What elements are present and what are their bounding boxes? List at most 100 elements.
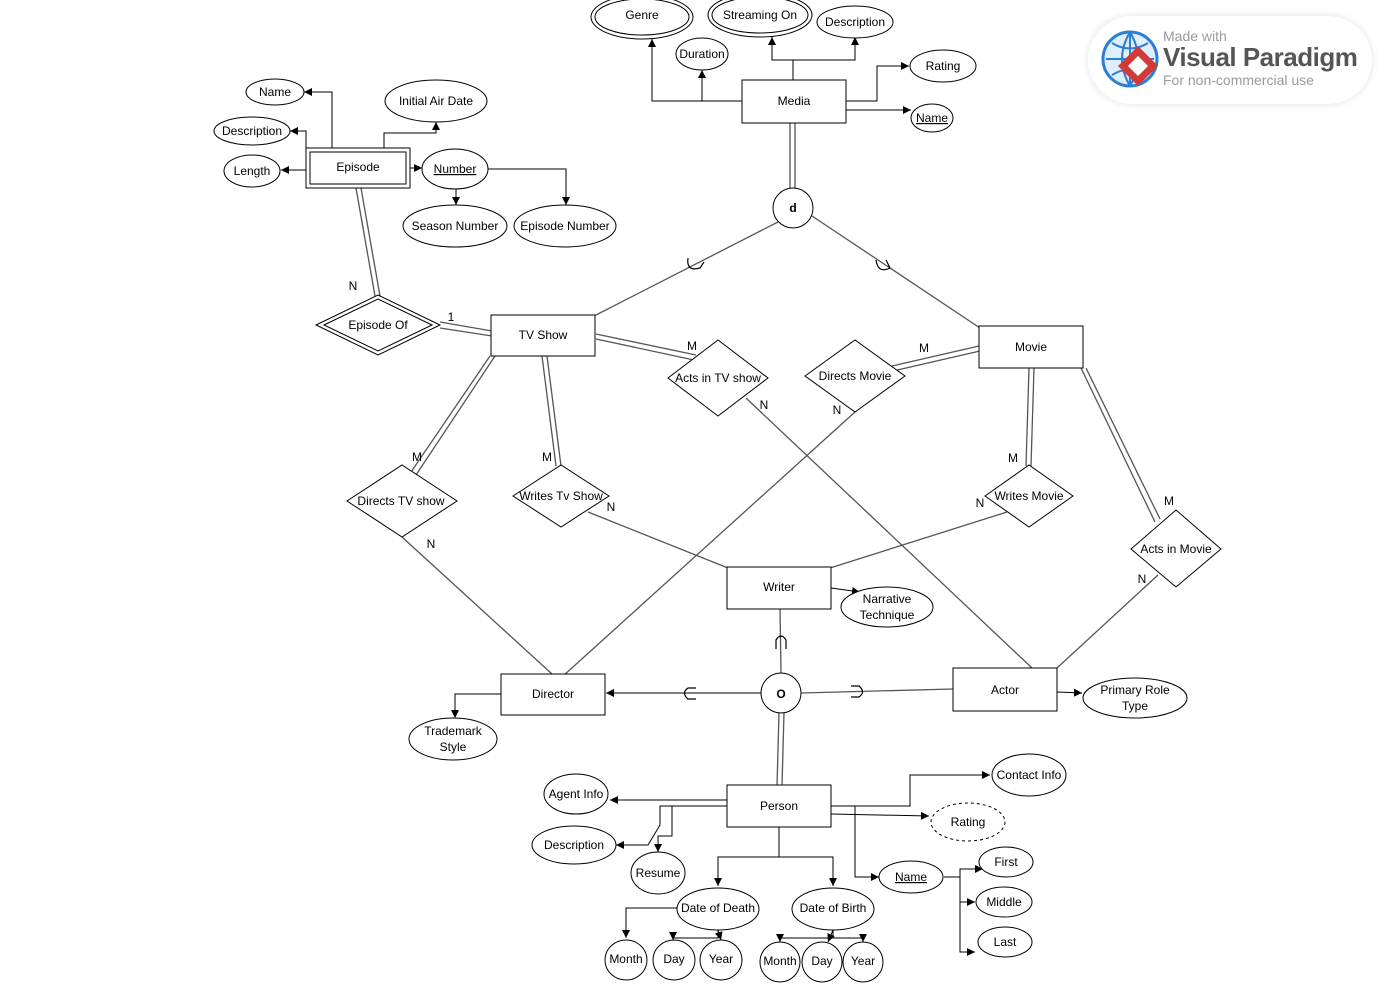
directs-tv-show-diamond[interactable] (346, 464, 458, 538)
tvshow-to-dirtv-b (413, 355, 496, 479)
derived-rating-ellipse[interactable] (930, 802, 1006, 842)
person-entity[interactable] (726, 784, 832, 828)
tvshow-to-actstv-b (595, 338, 695, 361)
date-of-birth-ellipse[interactable] (791, 887, 875, 931)
trademark-label-line2: Style (440, 740, 467, 754)
first-label: First (994, 855, 1018, 869)
dob-year-ellipse[interactable] (842, 941, 884, 983)
ep-description-ellipse[interactable] (213, 116, 291, 146)
episode-description-arrow (290, 127, 307, 148)
tvshow-to-actstv-a (595, 333, 697, 356)
media-rating-ellipse[interactable] (909, 49, 977, 83)
overlap-circle[interactable] (760, 672, 802, 714)
first-ellipse[interactable] (978, 846, 1034, 878)
writes-tv-show-diamond[interactable] (512, 464, 610, 528)
dob-day-ellipse[interactable] (801, 941, 843, 983)
genre-label: Genre (625, 8, 659, 22)
contact-info-label: Contact Info (997, 768, 1062, 782)
date-of-death-ellipse[interactable] (676, 887, 760, 931)
subset-symbol-movie (875, 259, 891, 271)
dob-month-ellipse[interactable] (759, 941, 801, 983)
cardinality-labels: N 1 M N M N M N M N M N M N (349, 279, 1174, 586)
middle-ellipse[interactable] (975, 886, 1033, 918)
watermark-subtitle: For non-commercial use (1163, 72, 1314, 88)
dod-year-ellipse[interactable] (699, 939, 743, 981)
season-number-ellipse[interactable] (402, 204, 508, 248)
relationship-labels: Episode Of Acts in TV show Directs Movie… (348, 318, 1212, 556)
actor-entity[interactable] (952, 667, 1058, 712)
trademark-label-line1: Trademark (424, 724, 483, 738)
number-label: Number (434, 162, 477, 176)
episode-name-arrow (304, 88, 333, 148)
dod-month-ellipse[interactable] (604, 939, 648, 981)
subset-symbol-director (683, 687, 696, 700)
epof-to-tvshow-a (439, 321, 493, 332)
media-entity[interactable] (741, 79, 847, 124)
overlap-label: O (776, 687, 785, 701)
acts-in-tv-show-diamond[interactable] (667, 339, 769, 417)
ep-length-ellipse[interactable] (223, 154, 281, 188)
entity-labels: Media Episode TV Show Movie Writer Direc… (336, 94, 1047, 813)
media-name-ellipse[interactable] (910, 103, 954, 133)
attribute-ellipses (213, 0, 1188, 983)
directs-movie-label: Directs Movie (819, 369, 892, 383)
movie-to-actsmovie-a (1080, 367, 1156, 523)
directs-movie-diamond[interactable] (804, 339, 906, 413)
tvshow-entity[interactable] (490, 314, 596, 357)
dob-month-arrow (776, 930, 834, 942)
media-description-ellipse[interactable] (816, 5, 894, 39)
actor-role-arrow (1056, 688, 1083, 697)
episode-of-label: Episode Of (348, 318, 408, 332)
ep-description-label: Description (222, 124, 282, 138)
number-ellipse[interactable] (421, 148, 489, 190)
episode-label: Episode (336, 160, 380, 174)
dob-day-label: Day (811, 954, 832, 968)
dod-day-label: Day (663, 952, 684, 966)
narrative-ellipse[interactable] (840, 586, 934, 628)
episode-of-inner (322, 298, 434, 352)
name-first-arrow (944, 865, 983, 878)
last-label: Last (994, 935, 1017, 949)
role-type-ellipse[interactable] (1082, 677, 1188, 719)
dob-year-label: Year (851, 954, 875, 968)
acts-in-movie-diamond[interactable] (1130, 509, 1222, 588)
media-duration-arrow (698, 70, 742, 102)
ep-name-ellipse[interactable] (245, 78, 305, 106)
agent-info-ellipse[interactable] (543, 773, 609, 815)
d-to-movie-line (811, 215, 981, 329)
writes-tv-show-label: Writes Tv Show (519, 489, 603, 503)
person-description-label: Description (544, 838, 604, 852)
dod-day-ellipse[interactable] (652, 939, 696, 981)
writer-entity[interactable] (726, 566, 832, 610)
duration-ellipse[interactable] (675, 37, 729, 71)
media-rating-arrow (846, 62, 909, 102)
last-ellipse[interactable] (977, 926, 1033, 958)
d-to-tvshow-line (593, 221, 779, 317)
director-label: Director (532, 687, 574, 701)
watermark-brand: Visual Paradigm (1163, 42, 1358, 72)
streaming-label: Streaming On (723, 8, 797, 22)
contact-info-ellipse[interactable] (991, 753, 1067, 797)
visual-paradigm-logo-icon (1101, 30, 1159, 88)
card-dirmovie-m: M (919, 341, 929, 355)
movie-entity[interactable] (978, 325, 1084, 369)
person-description-ellipse[interactable] (531, 825, 617, 865)
episode-number-ellipse[interactable] (513, 204, 617, 248)
role-type-label-line2: Type (1122, 699, 1148, 713)
media-description-arrow (792, 37, 859, 80)
trademark-ellipse[interactable] (408, 717, 498, 761)
writes-movie-diamond[interactable] (984, 464, 1074, 528)
season-number-label: Season Number (412, 219, 499, 233)
air-date-ellipse[interactable] (384, 79, 488, 123)
number-episode-arrow (488, 168, 570, 205)
person-contact-arrow (831, 771, 990, 807)
director-entity[interactable] (500, 673, 606, 716)
resume-ellipse[interactable] (630, 851, 686, 895)
person-dod-arrow (714, 827, 780, 886)
person-name-ellipse[interactable] (878, 860, 944, 894)
disjoint-circle[interactable] (772, 187, 814, 229)
narrative-label-line2: Technique (860, 608, 915, 622)
dod-month-arrow (622, 907, 680, 938)
o-to-person-b (781, 712, 785, 787)
